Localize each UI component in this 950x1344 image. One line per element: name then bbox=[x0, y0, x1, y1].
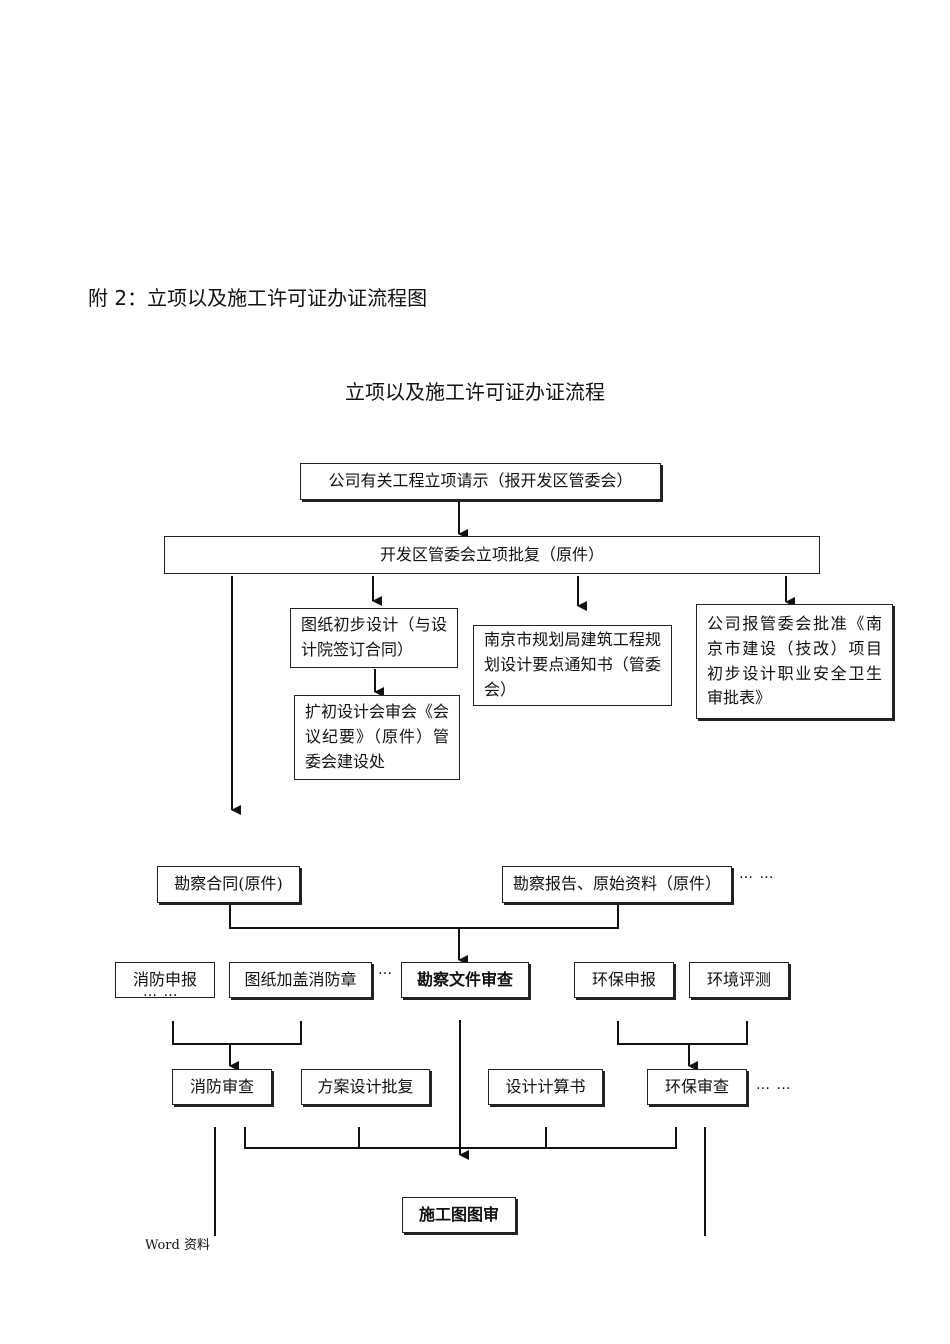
bracket-env bbox=[617, 1021, 748, 1045]
node-env-declaration: 环保申报 bbox=[574, 962, 674, 998]
node-fire-review: 消防审查 bbox=[172, 1069, 272, 1105]
node-survey-contract: 勘察合同(原件) bbox=[157, 866, 300, 903]
bracket-fire bbox=[172, 1021, 302, 1045]
ellipsis-fire-stamp: … bbox=[378, 962, 393, 978]
node-safety-approval: 公司报管委会批准《南京市建设（技改）项目初步设计职业安全卫生审批表》 bbox=[696, 604, 893, 719]
footer-label: Word 资料 bbox=[145, 1238, 210, 1253]
flowchart-title: 立项以及施工许可证办证流程 bbox=[345, 380, 605, 404]
bracket-survey bbox=[229, 905, 619, 929]
node-env-review: 环保审查 bbox=[647, 1069, 747, 1105]
node-project-request: 公司有关工程立项请示（报开发区管委会） bbox=[300, 463, 661, 500]
node-survey-report: 勘察报告、原始资料（原件） bbox=[502, 866, 732, 903]
node-construction-drawing-review: 施工图图审 bbox=[402, 1197, 516, 1233]
node-preliminary-design: 图纸初步设计（与设计院签订合同） bbox=[290, 608, 458, 668]
node-project-approval: 开发区管委会立项批复（原件） bbox=[164, 536, 820, 574]
node-fire-stamp: 图纸加盖消防章 bbox=[229, 962, 372, 998]
node-design-review-meeting: 扩初设计会审会《会议纪要》（原件）管委会建设处 bbox=[294, 695, 460, 780]
ellipsis-fire-declaration: … … bbox=[143, 984, 179, 1000]
node-survey-review: 勘察文件审查 bbox=[401, 962, 529, 998]
node-scheme-approval: 方案设计批复 bbox=[301, 1069, 430, 1105]
node-calc-book: 设计计算书 bbox=[488, 1069, 603, 1105]
node-planning-notice: 南京市规划局建筑工程规划设计要点通知书（管委会） bbox=[473, 625, 672, 706]
bracket-bottom bbox=[244, 1127, 677, 1149]
node-fire-declaration: 消防申报 bbox=[115, 962, 215, 998]
ellipsis-env-review: … … bbox=[756, 1077, 792, 1093]
ellipsis-survey-report: … … bbox=[739, 866, 775, 882]
node-env-assessment: 环境评测 bbox=[689, 962, 789, 998]
page-heading: 附 2：立项以及施工许可证办证流程图 bbox=[88, 286, 428, 310]
